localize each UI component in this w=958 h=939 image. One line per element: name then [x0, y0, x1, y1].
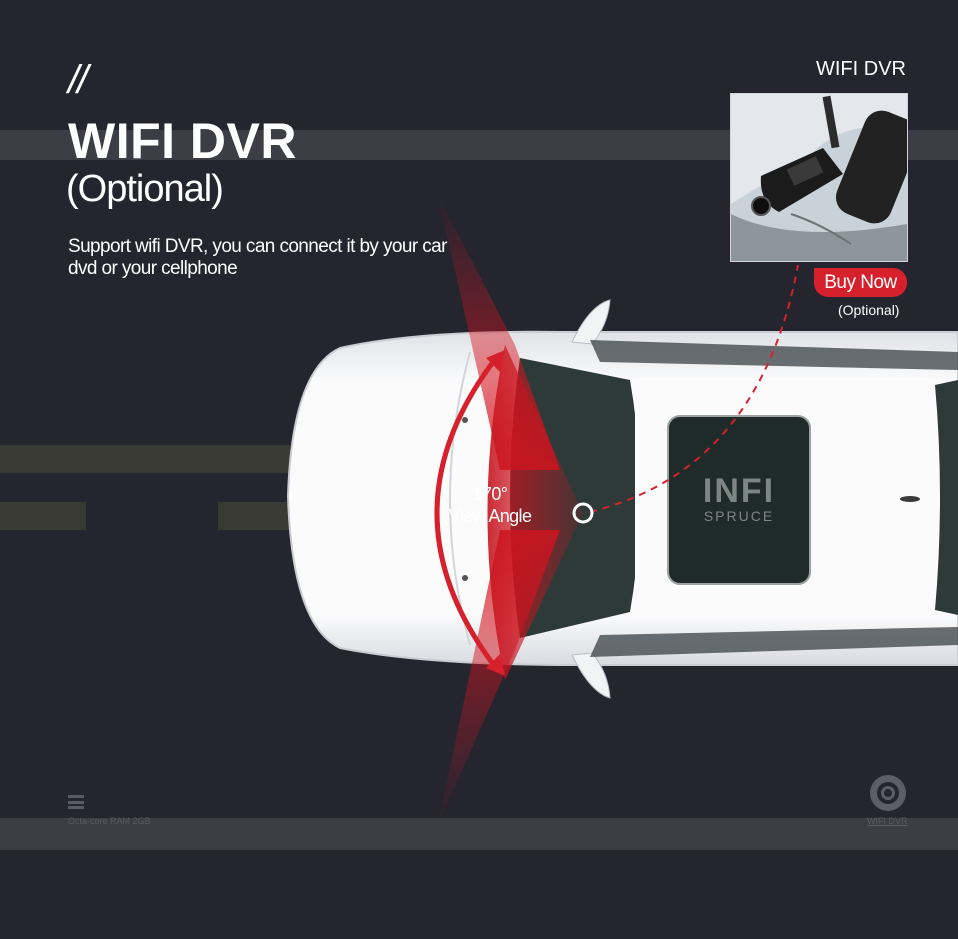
dvr-product-image — [730, 93, 908, 262]
view-angle-degrees: 170° — [472, 484, 508, 504]
buy-now-note: (Optional) — [838, 302, 900, 318]
product-label: WIFI DVR — [816, 58, 906, 80]
buy-now-button[interactable]: Buy Now — [814, 268, 907, 297]
side-mirror-bottom — [571, 652, 611, 699]
footer-left-label: Octa-core RAM 2GB — [68, 816, 151, 826]
footer-right-label: WIFI DVR — [867, 816, 908, 826]
brand-logo-line2: SPRUCE — [703, 508, 775, 524]
feature-description: Support wifi DVR, you can connect it by … — [68, 236, 447, 279]
menu-icon[interactable] — [68, 795, 84, 809]
title-slashes: // — [68, 58, 88, 102]
dvr-connector-line — [589, 264, 799, 513]
side-mirror-top — [571, 299, 611, 345]
brand-logo: INFI SPRUCE — [668, 474, 810, 524]
road-stripe-bottom — [0, 818, 958, 850]
dvr-position-marker — [572, 502, 594, 524]
camera-lens-icon[interactable] — [869, 774, 907, 812]
sunroof — [667, 415, 811, 585]
page-subtitle: (Optional) — [66, 168, 224, 210]
road-dash — [0, 445, 290, 473]
view-angle-label: 170° View Angle — [430, 483, 550, 527]
view-angle-caption: View Angle — [448, 506, 532, 526]
view-angle-arc — [434, 356, 498, 670]
road-dash — [218, 502, 290, 530]
road-dash — [0, 502, 86, 530]
page-title: WIFI DVR — [68, 113, 297, 169]
view-cone — [487, 345, 583, 680]
brand-logo-line1: INFI — [702, 472, 776, 510]
